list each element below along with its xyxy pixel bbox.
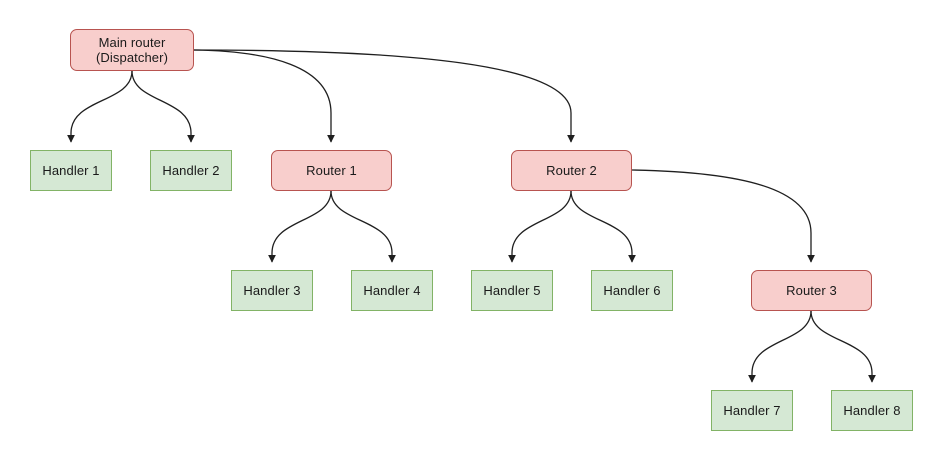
node-label-router-3: Router 3 [786, 283, 837, 298]
node-handler-2[interactable]: Handler 2 [150, 150, 232, 191]
node-router-3[interactable]: Router 3 [751, 270, 872, 311]
node-router-1[interactable]: Router 1 [271, 150, 392, 191]
node-label-main-router: Main router (Dispatcher) [96, 35, 168, 65]
node-router-2[interactable]: Router 2 [511, 150, 632, 191]
edge-router-1-to-handler-3 [268, 190, 332, 263]
node-handler-1[interactable]: Handler 1 [30, 150, 112, 191]
node-handler-3[interactable]: Handler 3 [231, 270, 313, 311]
edge-main-router-to-router-2 [193, 49, 575, 143]
node-handler-8[interactable]: Handler 8 [831, 390, 913, 431]
edge-router-2-to-handler-5 [508, 190, 572, 263]
node-label-handler-2: Handler 2 [162, 163, 220, 178]
node-label-handler-1: Handler 1 [42, 163, 100, 178]
edge-router-2-to-handler-6 [570, 190, 636, 263]
edge-router-1-to-handler-4 [330, 190, 396, 263]
node-handler-4[interactable]: Handler 4 [351, 270, 433, 311]
edge-main-router-to-handler-2 [131, 70, 195, 143]
node-label-handler-7: Handler 7 [723, 403, 781, 418]
edge-router-2-to-router-3 [631, 169, 815, 263]
edge-main-router-to-handler-1 [67, 70, 133, 143]
node-label-router-1: Router 1 [306, 163, 357, 178]
node-label-handler-8: Handler 8 [843, 403, 901, 418]
node-label-handler-5: Handler 5 [483, 283, 541, 298]
node-label-handler-4: Handler 4 [363, 283, 421, 298]
edge-main-router-to-router-1 [193, 49, 335, 143]
node-label-handler-3: Handler 3 [243, 283, 301, 298]
node-handler-5[interactable]: Handler 5 [471, 270, 553, 311]
node-main-router[interactable]: Main router (Dispatcher) [70, 29, 194, 71]
edge-router-3-to-handler-7 [748, 310, 812, 383]
node-handler-6[interactable]: Handler 6 [591, 270, 673, 311]
edge-router-3-to-handler-8 [810, 310, 876, 383]
node-handler-7[interactable]: Handler 7 [711, 390, 793, 431]
edge-group [67, 49, 876, 383]
node-label-handler-6: Handler 6 [603, 283, 661, 298]
node-label-router-2: Router 2 [546, 163, 597, 178]
